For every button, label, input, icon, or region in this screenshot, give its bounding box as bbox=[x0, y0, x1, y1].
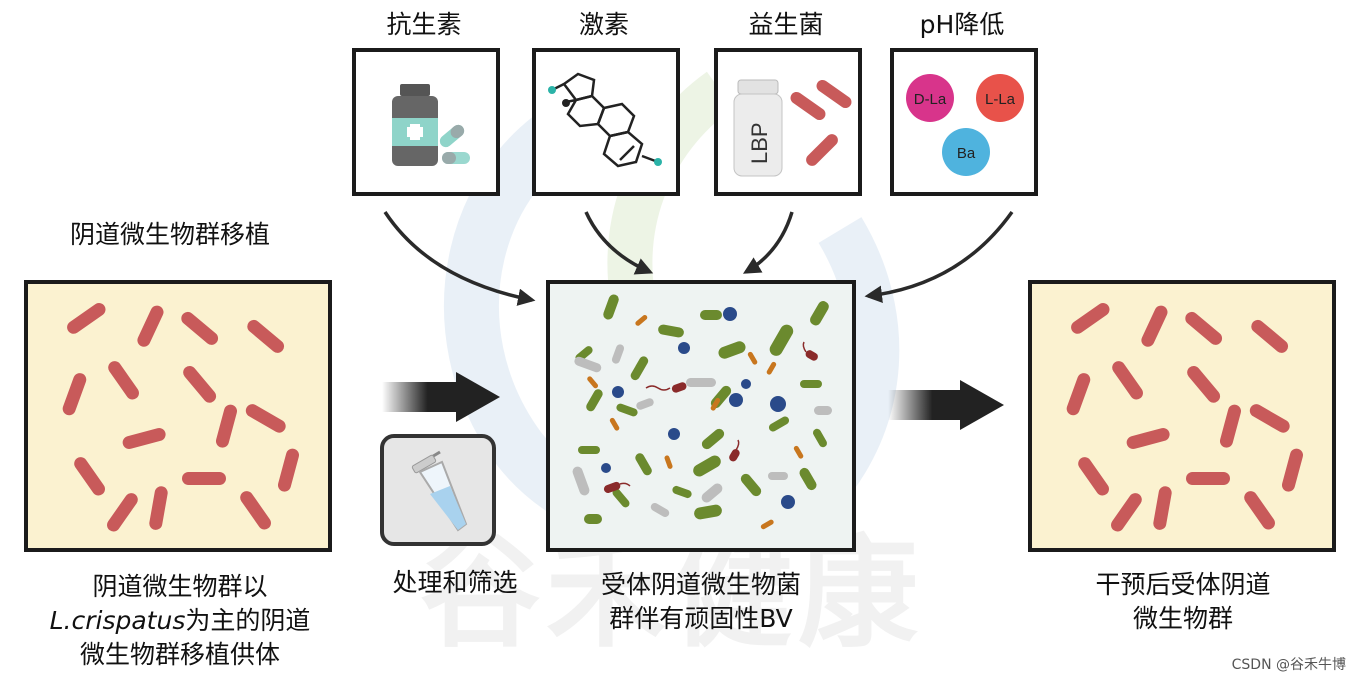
donor-caption: 阴道微生物群以 L.crispatus为主的阴道 微生物群移植供体 bbox=[24, 570, 336, 672]
antibiotic-panel bbox=[352, 48, 500, 196]
recipient-caption: 受体阴道微生物菌 群伴有顽固性BV bbox=[540, 568, 862, 636]
lla-text: L-La bbox=[985, 91, 1016, 108]
post-intervention-caption: 干预后受体阴道 微生物群 bbox=[1030, 568, 1336, 636]
probiotic-panel: LBP bbox=[714, 48, 862, 196]
ba-text: Ba bbox=[957, 145, 976, 162]
dla-text: D-La bbox=[914, 91, 947, 108]
lbp-text: LBP bbox=[747, 122, 772, 164]
recipient-microbiota-box bbox=[546, 280, 856, 552]
lbp-bottle-icon: LBP bbox=[733, 79, 852, 177]
label-probiotic: 益生菌 bbox=[748, 10, 824, 39]
donor-caption-line2: L.crispatus为主的阴道 bbox=[49, 606, 311, 635]
label-hormone: 激素 bbox=[578, 10, 629, 39]
steroid-molecule-icon bbox=[548, 72, 662, 168]
donor-caption-line1: 阴道微生物群以 bbox=[92, 572, 268, 601]
species-name: L.crispatus bbox=[49, 606, 186, 635]
post-intervention-box bbox=[1028, 280, 1336, 552]
credit-text: CSDN @谷禾牛博 bbox=[1231, 657, 1346, 673]
recipient-caption-line2: 群伴有顽固性BV bbox=[609, 604, 793, 633]
post-caption-line2: 微生物群 bbox=[1132, 604, 1233, 633]
medicine-bottle-icon bbox=[392, 84, 470, 166]
lactobacillus-cluster bbox=[62, 303, 299, 532]
post-caption-line1: 干预后受体阴道 bbox=[1095, 570, 1271, 599]
label-antibiotic: 抗生素 bbox=[386, 10, 462, 39]
hormone-panel bbox=[532, 48, 680, 196]
donor-caption-line3: 微生物群移植供体 bbox=[79, 640, 280, 669]
dysbiosis-cluster bbox=[572, 294, 832, 530]
process-label: 处理和筛选 bbox=[392, 568, 518, 597]
recipient-caption-line1: 受体阴道微生物菌 bbox=[600, 570, 801, 599]
restored-lactobacillus-cluster bbox=[1066, 303, 1303, 532]
tube-panel bbox=[380, 434, 496, 546]
left-title: 阴道微生物群移植 bbox=[69, 220, 270, 249]
acid-circles-icon: D-La L-La Ba bbox=[906, 74, 1024, 176]
test-tube-icon bbox=[411, 450, 468, 532]
label-ph: pH降低 bbox=[919, 10, 1005, 39]
donor-microbiota-box bbox=[24, 280, 332, 552]
ph-panel: D-La L-La Ba bbox=[890, 48, 1038, 196]
